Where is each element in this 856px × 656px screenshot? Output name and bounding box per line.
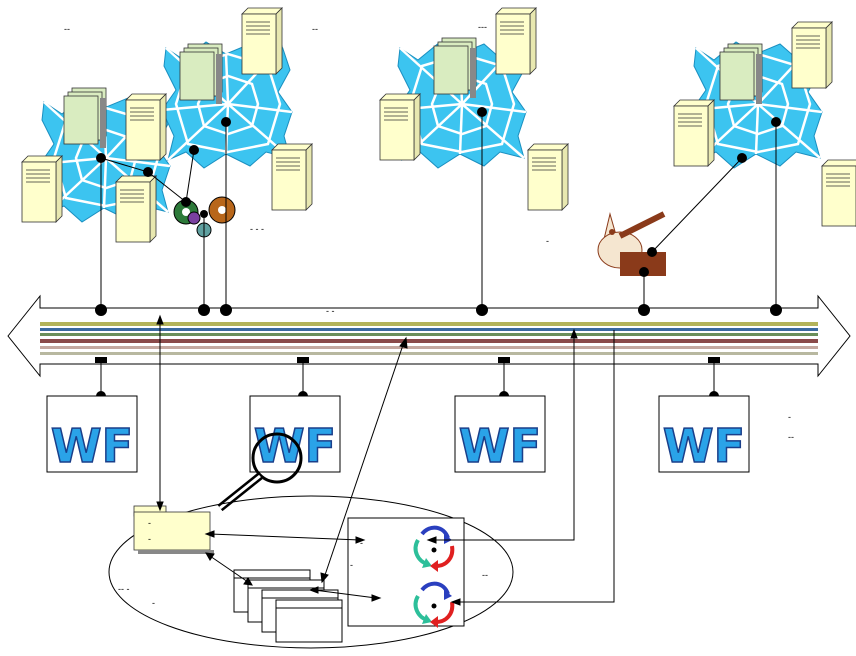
wf-text: WF [254, 419, 336, 473]
cluster-1-label: -- [64, 24, 70, 34]
wizard-label: - [546, 236, 549, 246]
wizard-telescope-icon: - [546, 211, 666, 276]
gears-label: - - - [250, 224, 264, 234]
engine-label-2: - [350, 560, 353, 570]
repository-ellipse [108, 495, 514, 649]
connector-nodes [95, 107, 782, 316]
cluster-3-label: --- [478, 22, 487, 32]
wf-text: WF [459, 419, 541, 473]
wf-box-2: WF [249, 395, 341, 474]
folder-icon: - - [133, 505, 214, 554]
flow-arrows [156, 314, 615, 606]
engine-label-1: - [360, 538, 363, 548]
folder-label-1: - [148, 518, 151, 528]
wf-box-4: WF [658, 395, 750, 474]
folder-label-2: - [148, 534, 151, 544]
wf-text: WF [663, 419, 745, 473]
ellipse-label-2: - [152, 598, 155, 608]
system-bus: - - [7, 294, 851, 378]
wf-side-label-2: -- [788, 432, 794, 442]
wf-side-label: - [788, 412, 791, 422]
wf-box-1: WF [46, 395, 138, 474]
web-cluster-1: -- -- [21, 7, 318, 243]
top-connectors [100, 112, 777, 310]
ellipse-label-1: -- - [118, 584, 130, 594]
engine-side-label: -- [482, 570, 488, 580]
cluster-2-label: -- [312, 24, 318, 34]
workflow-engine-box: - - -- [347, 517, 488, 630]
bus-label: - - [326, 306, 335, 316]
wf-box-3: WF [454, 395, 546, 474]
wf-text: WF [51, 419, 133, 473]
web-cluster-2: --- [379, 7, 569, 211]
document-stack: - [233, 569, 367, 643]
web-cluster-3 [673, 21, 856, 227]
